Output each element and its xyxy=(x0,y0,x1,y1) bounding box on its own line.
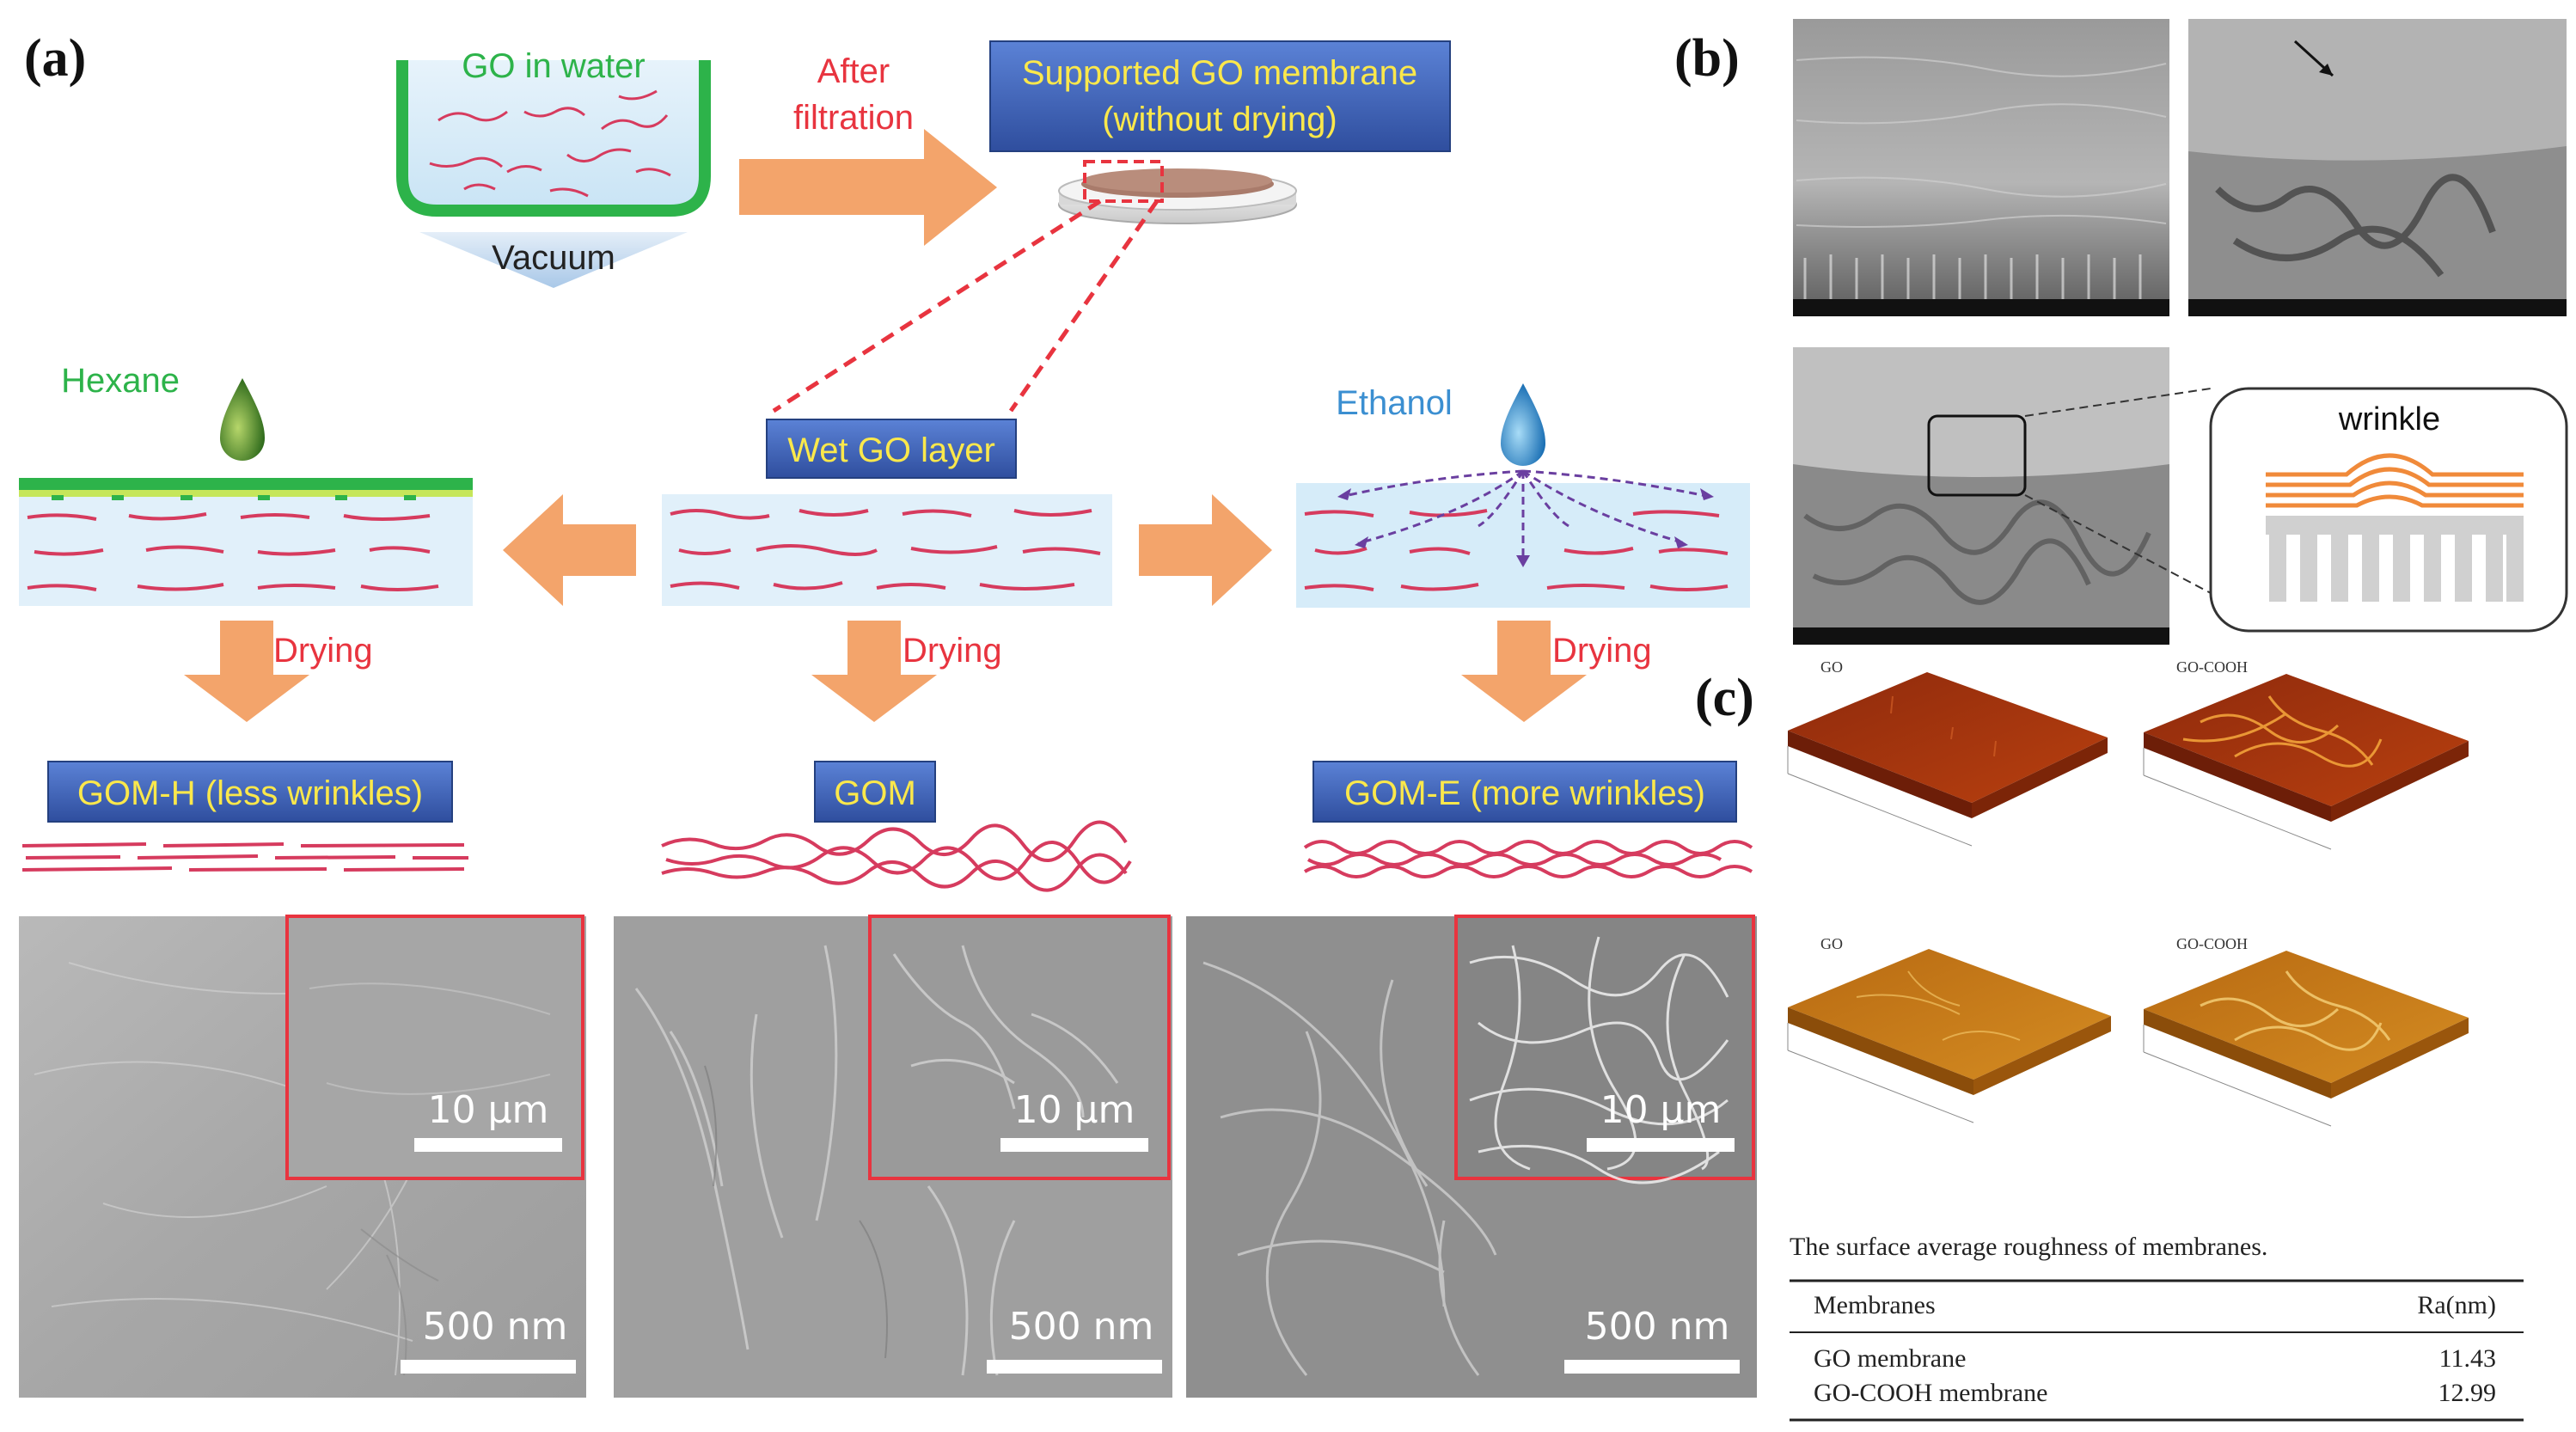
afm-plot-go-top: GO xyxy=(1787,658,2108,847)
scale-bar-main-gom-e xyxy=(1564,1360,1740,1374)
zoom-lines xyxy=(772,199,1160,413)
gom-h-sheets xyxy=(21,842,468,872)
drying-label-right: Drying xyxy=(1552,632,1652,670)
sem-image-gom-e: 10 μm 500 nm xyxy=(1186,915,1757,1398)
after-filtration-label: After filtration xyxy=(793,52,914,137)
drying-arrow-right: Drying xyxy=(1461,621,1652,722)
wrinkle-zoom-lines xyxy=(2024,388,2212,594)
panel-label-b: (b) xyxy=(1674,29,1740,88)
hexane-layer-stack xyxy=(19,478,473,606)
inset-box-gom xyxy=(868,915,1171,1180)
supportedText-line-0: Supported GO membrane xyxy=(1022,54,1417,92)
afm-label-gocooh-bottom: GO-COOH xyxy=(2176,935,2248,952)
gom-e-box: GOM-E (more wrinkles) xyxy=(1312,761,1737,823)
afm-label-go-bottom: GO xyxy=(1820,935,1843,952)
after-filtration-arrow xyxy=(739,129,997,246)
gom-box: GOM xyxy=(814,761,936,823)
sem-cross-section-2 xyxy=(2188,19,2567,316)
drying-arrow-center: Drying xyxy=(811,621,1002,722)
beaker: GO in water xyxy=(396,47,711,217)
supportedText-line-1: (without drying) xyxy=(1102,101,1337,138)
table-header-membranes: Membranes xyxy=(1814,1291,1936,1319)
supported-go-membrane-box xyxy=(989,40,1451,152)
gom-h-box: GOM-H (less wrinkles) xyxy=(47,761,453,823)
drying-label-center: Drying xyxy=(903,632,1002,670)
scale-label-inset-gom-h: 10 μm xyxy=(428,1088,549,1132)
sem-image-gom-h: 10 μm 500 nm xyxy=(19,915,586,1398)
table-header-ra: Ra(nm) xyxy=(2417,1291,2496,1319)
scale-bar-inset-gom-e xyxy=(1587,1138,1735,1152)
gom-sheets xyxy=(661,820,1132,892)
afterFiltration-line-0: After xyxy=(817,52,890,90)
scale-bar-inset-gom xyxy=(1000,1138,1148,1152)
panel-label-a: (a) xyxy=(24,29,86,88)
afm-plot-gocooh-top: GO-COOH xyxy=(2143,658,2469,850)
arrow-to-ethanol xyxy=(1139,494,1272,606)
table-caption: The surface average roughness of membran… xyxy=(1790,1233,2267,1261)
gom-h-label: GOM-H (less wrinkles) xyxy=(77,774,423,812)
gom-label: GOM xyxy=(834,774,916,812)
sem-image-gom: 10 μm 500 nm xyxy=(614,915,1172,1398)
table-cell-r1c0: GO-COOH membrane xyxy=(1814,1379,2047,1407)
vacuum-label: Vacuum xyxy=(492,239,615,277)
drying-label-left: Drying xyxy=(273,632,373,670)
scale-label-inset-gom: 10 μm xyxy=(1014,1088,1135,1132)
afm-label-go-top: GO xyxy=(1820,658,1843,676)
vacuum-arrow: Vacuum xyxy=(419,232,688,288)
ethanol-label: Ethanol xyxy=(1336,384,1453,422)
scale-bar-main-gom-h xyxy=(401,1360,576,1374)
drying-arrow-left: Drying xyxy=(184,621,373,722)
scale-bar-inset-gom-h xyxy=(414,1138,562,1152)
scale-label-inset-gom-e: 10 μm xyxy=(1600,1088,1722,1132)
table-cell-r0c0: GO membrane xyxy=(1814,1344,1966,1373)
table-cell-r1c1: 12.99 xyxy=(2438,1379,2497,1407)
ethanol-layer-stack xyxy=(1296,469,1750,608)
wrinkle-zoom-box xyxy=(1927,414,2027,497)
wet-go-layer-label: Wet GO layer xyxy=(787,431,995,469)
wrinkle-label: wrinkle xyxy=(2338,401,2440,438)
hexane-label: Hexane xyxy=(61,362,180,400)
ethanol-drop-icon xyxy=(1501,383,1545,466)
inset-box-gom-h xyxy=(285,915,584,1180)
supported-go-membrane-label: Supported GO membrane (without drying) xyxy=(1022,54,1417,138)
afm-plot-go-bottom: GO xyxy=(1787,935,2111,1123)
arrow-to-hexane xyxy=(503,494,636,606)
wrinkle-schematic: wrinkle xyxy=(2209,387,2568,633)
gom-e-label: GOM-E (more wrinkles) xyxy=(1344,774,1705,812)
gom-e-sheets xyxy=(1303,840,1753,878)
sem-cross-section-3 xyxy=(1793,347,2169,645)
zoom-box xyxy=(1083,160,1164,203)
afm-label-gocooh-top: GO-COOH xyxy=(2176,658,2248,676)
table-cell-r0c1: 11.43 xyxy=(2439,1344,2496,1373)
wet-go-layer-box: Wet GO layer xyxy=(766,419,1017,479)
scale-label-main-gom-h: 500 nm xyxy=(423,1305,568,1349)
go-in-water-label: GO in water xyxy=(462,47,645,85)
sem-cross-section-1 xyxy=(1793,19,2169,316)
scale-label-main-gom: 500 nm xyxy=(1009,1305,1154,1349)
panel-label-c: (c) xyxy=(1695,669,1754,727)
scale-label-main-gom-e: 500 nm xyxy=(1585,1305,1730,1349)
membrane-disc xyxy=(1058,160,1297,224)
afterFiltration-line-1: filtration xyxy=(793,99,914,137)
afm-plot-gocooh-bottom: GO-COOH xyxy=(2143,935,2469,1127)
go-sheets-in-water xyxy=(429,89,671,198)
wet-go-layer-stack xyxy=(662,494,1112,606)
hexane-drop-icon xyxy=(220,378,265,461)
roughness-table: The surface average roughness of membran… xyxy=(1790,1233,2524,1422)
ethanol-flow-arrows xyxy=(1340,469,1711,559)
scale-bar-main-gom xyxy=(987,1360,1162,1374)
